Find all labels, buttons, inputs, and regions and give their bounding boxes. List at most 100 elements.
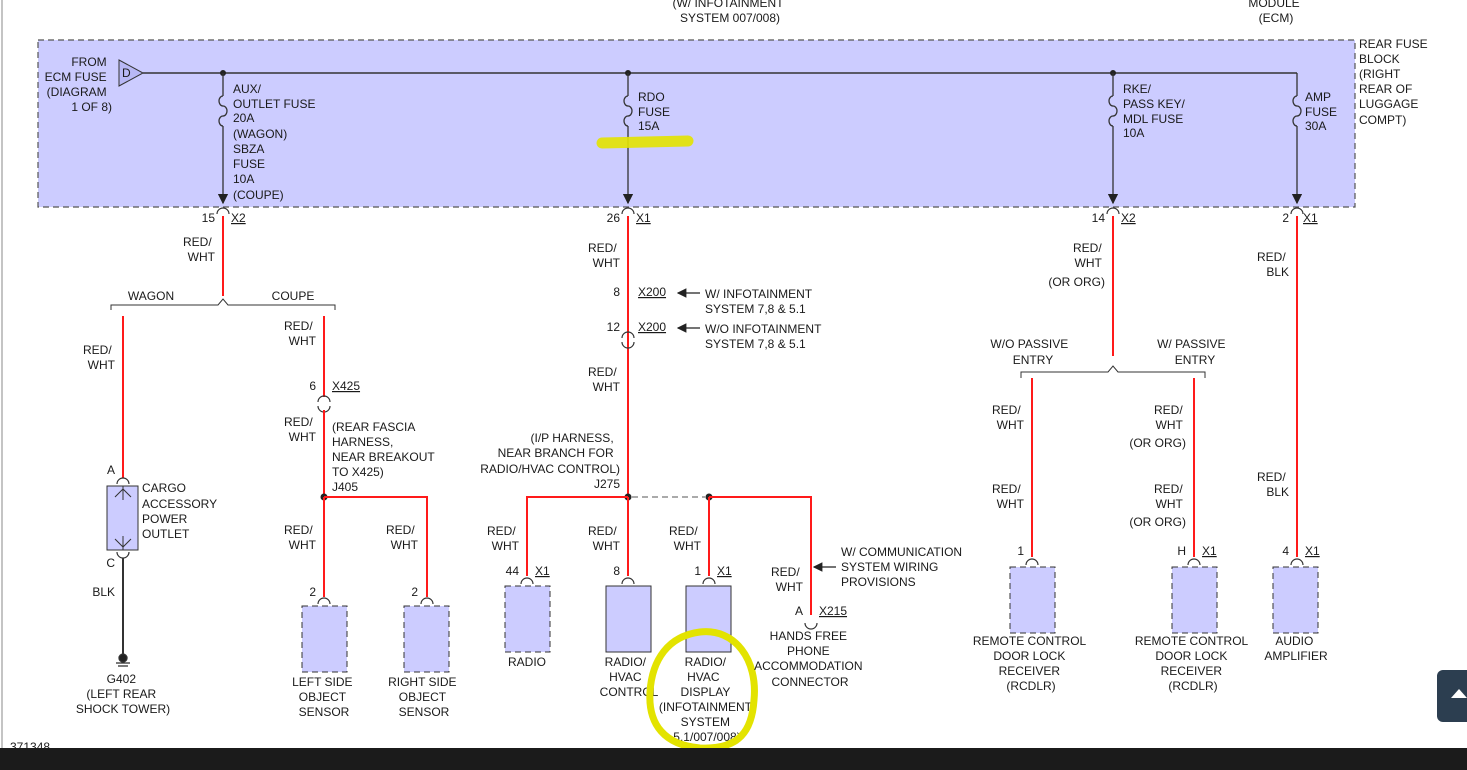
- j405-label: J405: [332, 480, 358, 494]
- hvac-control-pin: 8: [613, 564, 620, 578]
- note-without-infotainment: W/O INFOTAINMENT SYSTEM 7,8 & 5.1: [705, 322, 825, 351]
- pin-rke-connector: 14 X2: [1092, 207, 1136, 225]
- wire-wagon-color: RED/ WHT: [83, 343, 116, 372]
- radio-conn: X1: [535, 564, 550, 578]
- hvac-display-pin: 1: [694, 564, 701, 578]
- pin-amp-number: 2: [1282, 211, 1289, 225]
- wire-radio: [526, 496, 628, 576]
- option-wagon: WAGON: [128, 289, 174, 303]
- ecm-fuse-connector-letter: D: [122, 66, 131, 80]
- pin-aux-connector: 15 X2: [202, 207, 246, 225]
- rcdlr-right-module: [1171, 566, 1218, 634]
- wire-hvac-display-color: RED/ WHT: [669, 524, 702, 553]
- wire-j405-right: [324, 496, 428, 597]
- radio-hvac-control-label: RADIO/ HVAC CONTROL: [600, 655, 659, 699]
- hvac-display-conn: X1: [717, 564, 732, 578]
- fuse-block-label: REAR FUSE BLOCK (RIGHT REAR OF LUGGAGE C…: [1359, 37, 1431, 127]
- bottom-bar: [0, 748, 1467, 770]
- pin-rdo-number: 26: [607, 211, 621, 225]
- radio-connector: [520, 577, 534, 585]
- ip-harness-note: (I/P HARNESS, NEAR BRANCH FOR RADIO/HVAC…: [480, 431, 620, 476]
- left-sensor-connector: [317, 597, 331, 605]
- ground-label: G402 (LEFT REAR SHOCK TOWER): [76, 672, 170, 716]
- cargo-pin-a: A: [107, 463, 115, 477]
- rcdlr-left-module: [1009, 566, 1056, 634]
- pin-aux-number: 15: [202, 211, 216, 225]
- ecm-fuse-connector: D: [118, 59, 145, 87]
- option-wo-passive: W/O PASSIVE ENTRY: [990, 337, 1071, 367]
- x215-label: X215: [819, 604, 847, 618]
- pin-aux-conn: X2: [231, 211, 246, 225]
- wire-hands-free: [709, 496, 812, 615]
- radio-module: [504, 585, 551, 653]
- x200-pin-a: 8: [613, 285, 620, 299]
- wire-coupe-harness-color: RED/ WHT: [284, 415, 317, 444]
- amp-fuse-label: AMP FUSE 30A: [1305, 90, 1340, 133]
- x200-connector: [621, 331, 635, 349]
- right-sensor-connector: [420, 597, 434, 605]
- rke-fuse-label: RKE/ PASS KEY/ MDL FUSE 10A: [1123, 82, 1188, 140]
- scroll-to-top-button[interactable]: [1437, 670, 1467, 722]
- rdo-fuse-label: RDO FUSE 15A: [638, 90, 673, 133]
- aux-option-bracket: [110, 298, 336, 310]
- pin-rdo-connector: 26 X1: [607, 207, 651, 225]
- rke-option-bracket: [1020, 365, 1206, 378]
- wire-rke-main-color: RED/ WHT (OR ORG): [1048, 241, 1105, 289]
- right-sensor-label: RIGHT SIDE OBJECT SENSOR: [388, 675, 460, 719]
- pin-rke-conn: X2: [1121, 211, 1136, 225]
- cargo-pin-c: C: [106, 556, 115, 570]
- ground-icon: [116, 653, 130, 667]
- left-side-object-sensor: [301, 605, 348, 673]
- wire-left-sensor-color: RED/ WHT: [284, 523, 317, 552]
- wire-ground-color: BLK: [92, 585, 115, 599]
- rcdlr-left-pin: 1: [1017, 544, 1024, 558]
- wire-right-sensor-color: RED/ WHT: [386, 523, 419, 552]
- wire-rdo-harness-color: RED/ WHT: [588, 365, 621, 394]
- highlight-stroke: [596, 135, 694, 149]
- wire-rke-left-color-a: RED/ WHT: [992, 403, 1025, 432]
- wire-rke-right-color-b: RED/ WHT (OR ORG): [1129, 482, 1186, 529]
- arrow-up-icon: [1451, 689, 1467, 698]
- left-sensor-label: LEFT SIDE OBJECT SENSOR: [292, 675, 356, 719]
- aux-fuse: [217, 73, 229, 205]
- rcdlr-right-label: REMOTE CONTROL DOOR LOCK RECEIVER (RCDLR…: [1135, 634, 1251, 693]
- wire-hands-free-color: RED/ WHT: [771, 565, 804, 594]
- x425-label: X425: [332, 379, 360, 393]
- pin-rke-number: 14: [1092, 211, 1106, 225]
- wire-rke-left-color-b: RED/ WHT: [992, 482, 1025, 511]
- rear-fascia-note: (REAR FASCIA HARNESS, NEAR BREAKOUT TO X…: [332, 420, 438, 479]
- x425-pin: 6: [309, 379, 316, 393]
- radio-pin: 44: [506, 564, 520, 578]
- wire-hvac-control-color: RED/ WHT: [588, 524, 621, 553]
- x200-pin-b: 12: [607, 320, 621, 334]
- x425-connector: [317, 395, 331, 413]
- hands-free-label: HANDS FREE PHONE ACCOMMODATION CONNECTOR: [754, 629, 866, 689]
- header-ecm: (ECM): [1259, 11, 1294, 25]
- wire-coupe-color: RED/ WHT: [284, 319, 317, 348]
- wire-aux-main-color: RED/ WHT: [183, 235, 216, 264]
- rcdlr-right-connector: [1187, 558, 1201, 566]
- x215-connector: [804, 622, 818, 630]
- amp-conn: X1: [1305, 544, 1320, 558]
- cargo-outlet-label: CARGO ACCESSORY POWER OUTLET: [142, 481, 220, 541]
- x200-label-a: X200: [638, 285, 666, 299]
- left-sensor-pin: 2: [309, 585, 316, 599]
- audio-amplifier-module: [1272, 566, 1319, 634]
- header-module-partial: MODULE: [1248, 0, 1299, 10]
- pin-amp-conn: X1: [1303, 211, 1318, 225]
- header-infotainment-partial: (W/ INFOTAINMENT: [672, 0, 784, 10]
- amp-connector: [1290, 558, 1304, 566]
- rke-fuse: [1107, 73, 1119, 205]
- right-sensor-pin: 2: [411, 585, 418, 599]
- comm-note: W/ COMMUNICATION SYSTEM WIRING PROVISION…: [841, 545, 965, 589]
- pin-amp-connector: 2 X1: [1282, 207, 1318, 225]
- amp-pin: 4: [1282, 544, 1289, 558]
- option-coupe: COUPE: [272, 289, 315, 303]
- wire-radio-color: RED/ WHT: [487, 524, 520, 553]
- aux-fuse-label: AUX/ OUTLET FUSE 20A (WAGON) SBZA FUSE 1…: [233, 82, 319, 202]
- radio-hvac-control-module: [605, 585, 652, 653]
- outlet-symbol-icon: [114, 486, 132, 550]
- j275-label: J275: [594, 477, 620, 491]
- radio-label: RADIO: [508, 655, 546, 669]
